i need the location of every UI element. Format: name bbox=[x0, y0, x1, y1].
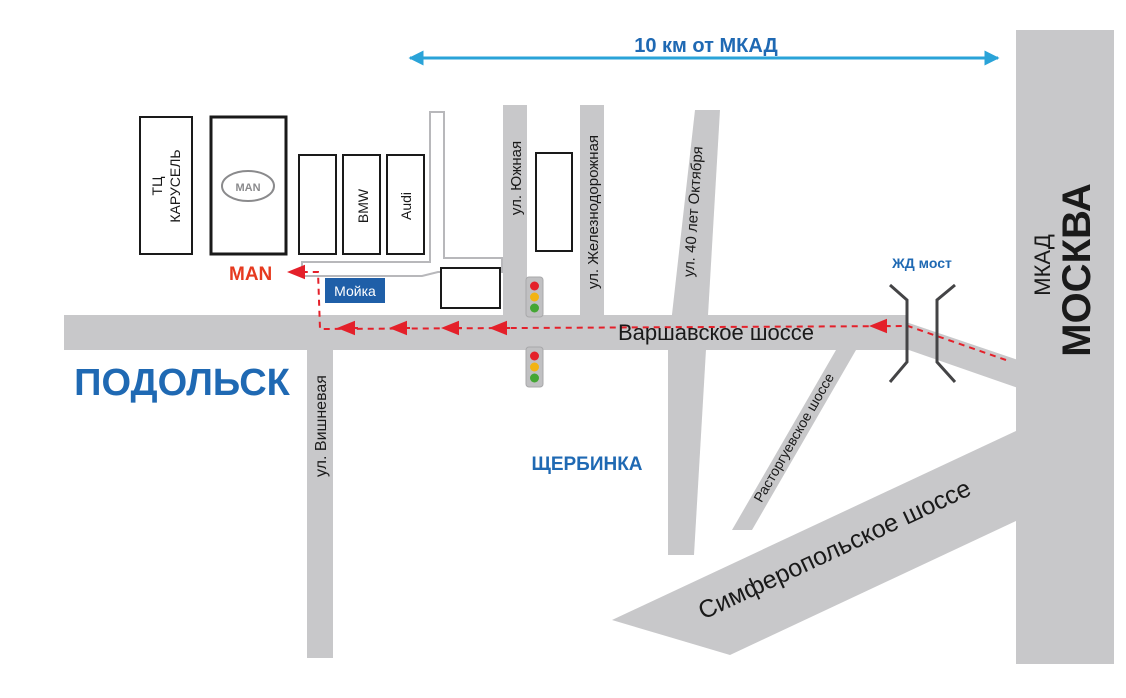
karusel-label-2: КАРУСЕЛЬ bbox=[167, 149, 183, 222]
audi-building bbox=[386, 154, 425, 255]
road-vishnevaya: ул. Вишневая bbox=[313, 375, 330, 477]
karusel-label-1: ТЦ bbox=[149, 176, 165, 196]
city-shcherbinka: ЩЕРБИНКА bbox=[531, 454, 642, 475]
yuzhnaya-road-north bbox=[503, 105, 527, 315]
bmw-label: BMW bbox=[355, 188, 371, 223]
city-moskva: МОСКВА bbox=[1055, 183, 1099, 357]
buildings bbox=[139, 115, 573, 309]
mkad-label: МКАД bbox=[1030, 234, 1055, 296]
roads bbox=[64, 30, 1114, 664]
traffic-light-north-icon bbox=[525, 276, 544, 318]
audi-label: Audi bbox=[398, 192, 414, 220]
man-logo-icon: MAN bbox=[221, 170, 275, 202]
building-south bbox=[440, 267, 501, 309]
zheleznodorozhnaya-road bbox=[580, 105, 604, 315]
karusel-building bbox=[139, 116, 193, 255]
route-line bbox=[293, 271, 1007, 361]
mkad-road bbox=[1016, 30, 1114, 664]
bridge-label: ЖД мост bbox=[891, 255, 952, 271]
road-rastorguevskoe: Расторгуевское шоссе bbox=[750, 370, 837, 505]
man-logo-text: MAN bbox=[235, 182, 260, 194]
moyka-label: Мойка bbox=[334, 283, 376, 299]
moyka-badge bbox=[325, 278, 385, 303]
city-podolsk: ПОДОЛЬСК bbox=[74, 362, 291, 404]
rail-bridge-icon bbox=[888, 283, 957, 384]
building-1 bbox=[298, 154, 337, 255]
building-yuzhnaya bbox=[535, 152, 573, 252]
route bbox=[293, 271, 1007, 361]
road-yuzhnaya: ул. Южная bbox=[508, 141, 525, 215]
varshavskoe-road-east bbox=[906, 322, 1018, 388]
let-oktyabrya-road bbox=[668, 110, 720, 555]
rastorguevskoe-road bbox=[732, 350, 856, 530]
distance-label: 10 км от МКАД bbox=[634, 35, 778, 57]
road-varshavskoe: Варшавское шоссе bbox=[618, 320, 814, 345]
simferopolskoe-road bbox=[612, 430, 1018, 655]
route-arrows bbox=[287, 264, 890, 336]
vishnevaya-road bbox=[307, 350, 333, 658]
service-road bbox=[301, 111, 503, 277]
bmw-building bbox=[342, 154, 381, 255]
man-marker: MAN bbox=[229, 264, 272, 285]
road-zheleznodorozhnaya: ул. Железнодорожная bbox=[585, 135, 602, 289]
traffic-light-south-icon bbox=[525, 346, 544, 388]
